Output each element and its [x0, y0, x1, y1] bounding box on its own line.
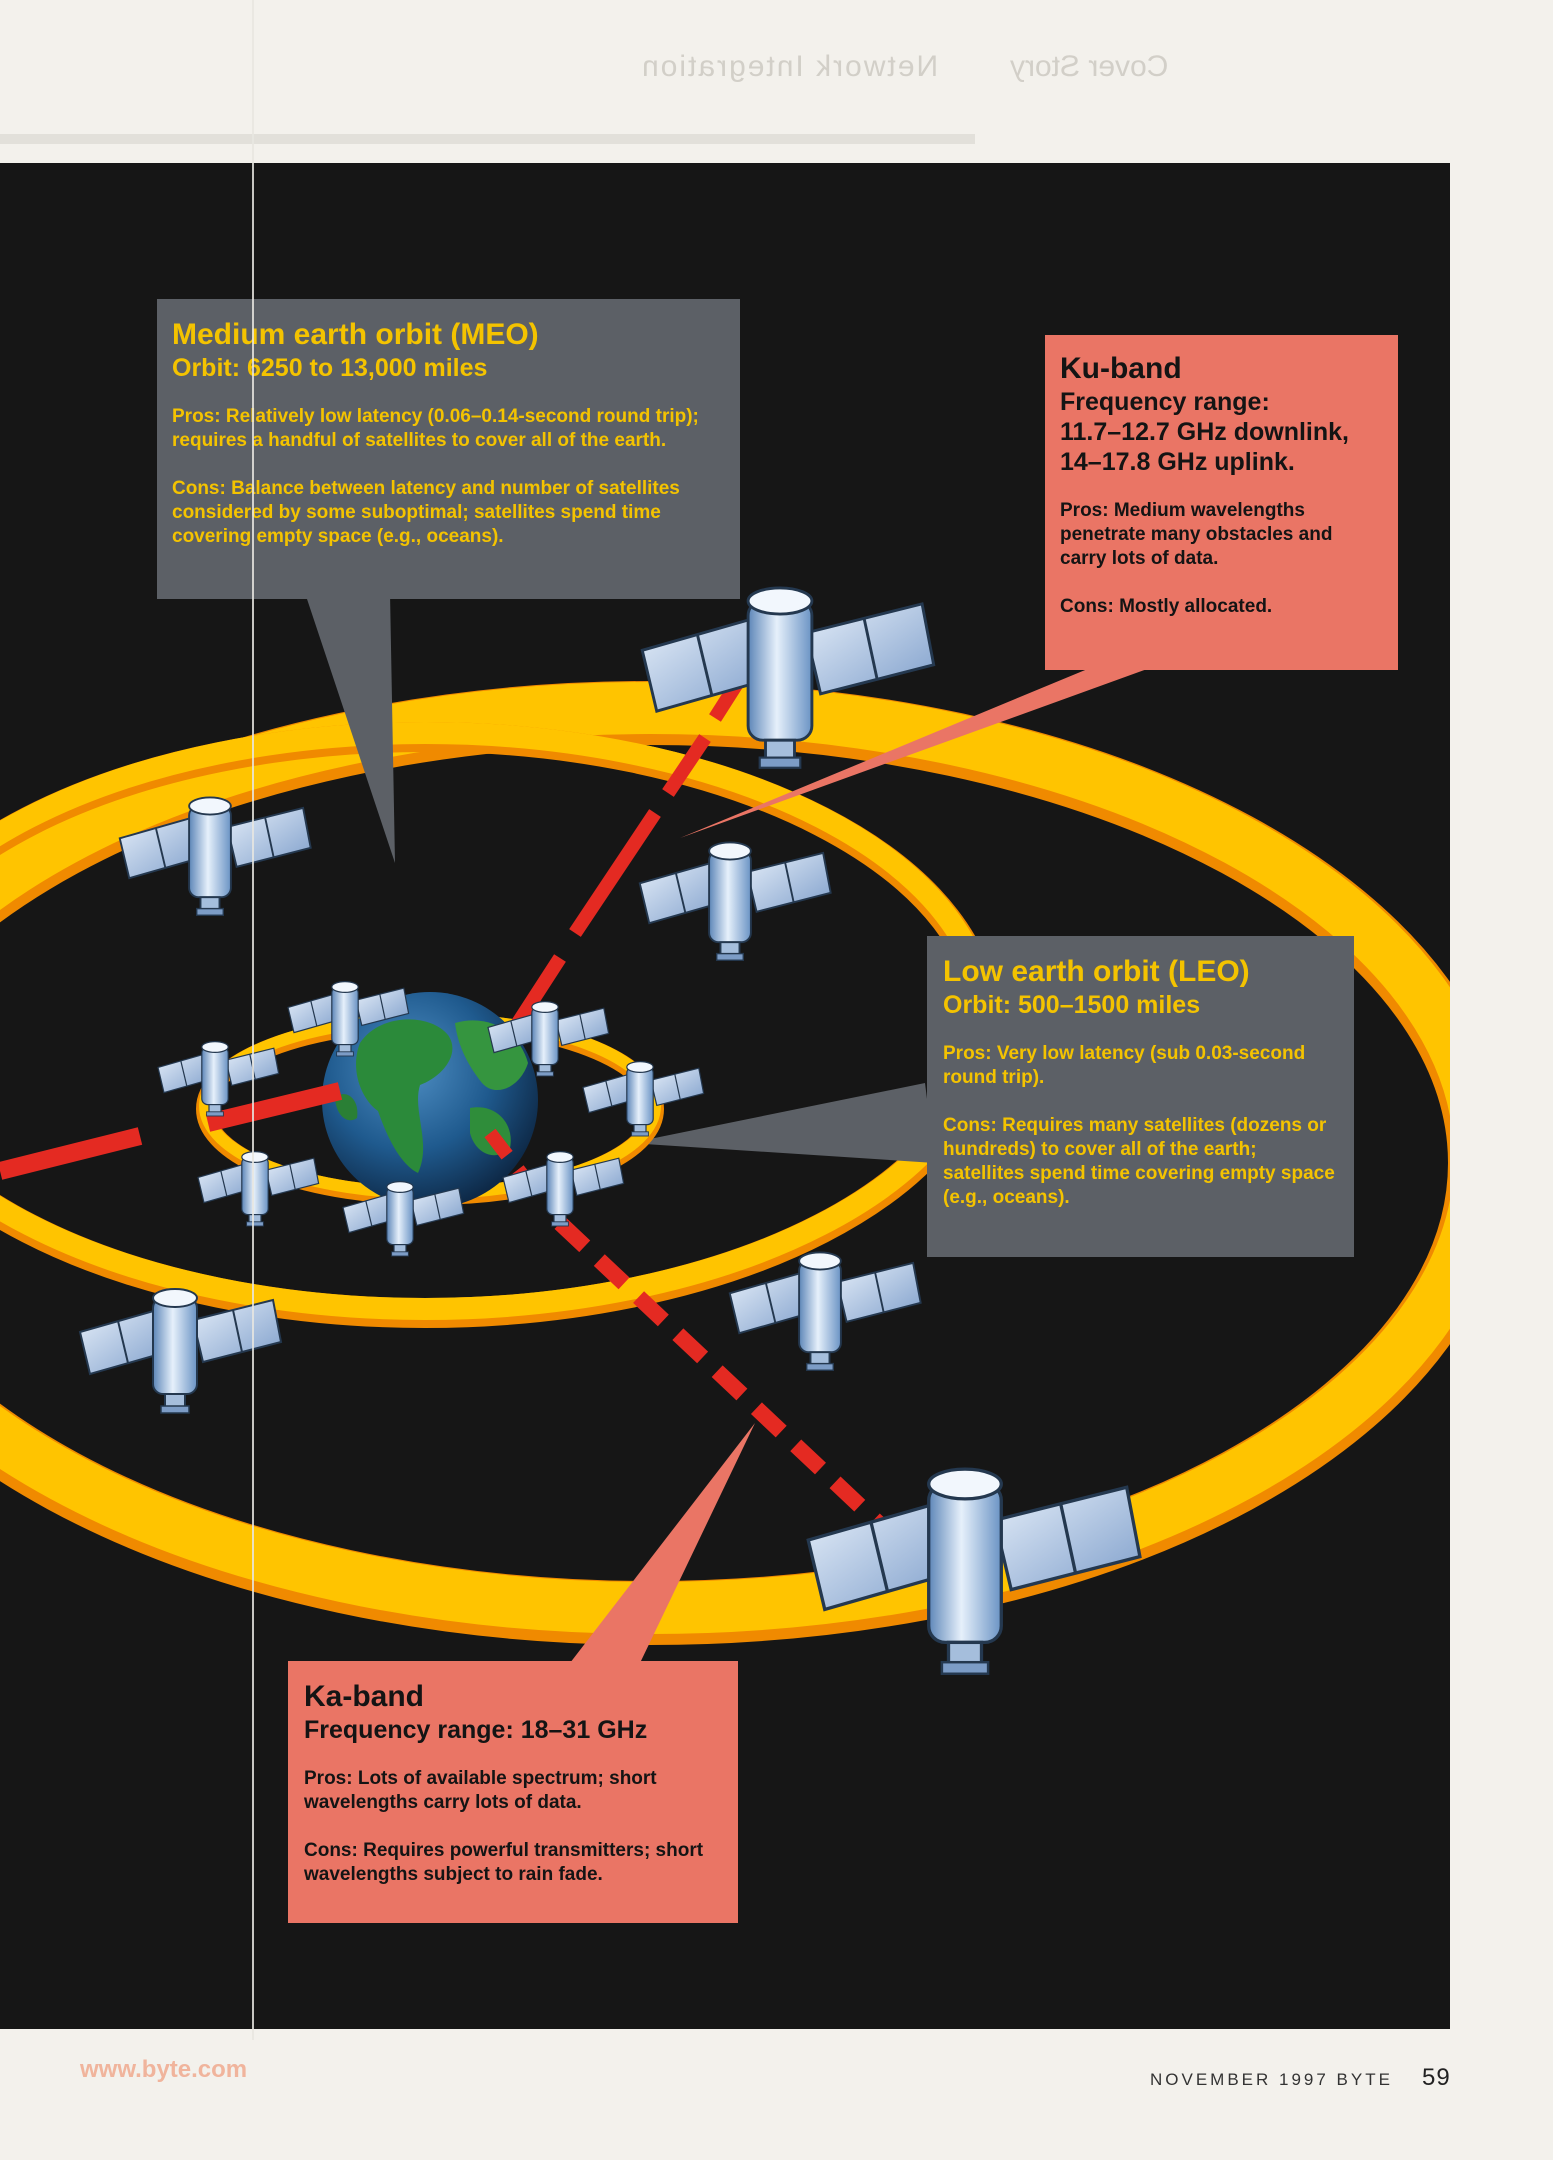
satellite-icon-outer-left: [79, 1288, 282, 1414]
ka-pointer: [570, 1423, 755, 1663]
ka-title: Ka-band: [304, 1680, 424, 1713]
leo-title: Low earth orbit (LEO): [943, 955, 1250, 988]
ka-frequency-range: Frequency range: 18–31 GHz: [304, 1716, 648, 1744]
meo-callout: Medium earth orbit (MEO) Orbit: 6250 to …: [157, 299, 740, 599]
ka-callout: Ka-band Frequency range: 18–31 GHz Pros:…: [288, 1661, 738, 1923]
mirrored-header-text: Network Integration: [640, 50, 939, 83]
meo-pointer: [305, 593, 395, 863]
ku-pointer: [680, 668, 1150, 838]
satellite-icon-leo-7: [502, 1150, 625, 1227]
earth-globe: [322, 992, 538, 1208]
mirrored-header-text-2: Cover Story: [1010, 50, 1169, 83]
leo-pointer: [630, 1083, 935, 1163]
satellite-icon-meo-center: [638, 841, 832, 962]
meo-title: Medium earth orbit (MEO): [172, 318, 539, 351]
leo-cons: Cons: Requires many satellites (dozens o…: [943, 1115, 1335, 1208]
meo-pros: Pros: Relatively low latency (0.06–0.14-…: [172, 406, 699, 451]
header-rule: [0, 134, 975, 144]
page-gutter-line: [252, 0, 254, 2040]
ku-range-label: Frequency range:: [1060, 388, 1270, 416]
ku-cons: Cons: Mostly allocated.: [1060, 596, 1273, 617]
leo-orbit-range: Orbit: 500–1500 miles: [943, 991, 1201, 1019]
meo-cons: Cons: Balance between latency and number…: [172, 478, 680, 547]
satellite-icon-leo-3: [582, 1060, 705, 1137]
ku-callout: Ku-band Frequency range: 11.7–12.7 GHz d…: [1045, 335, 1398, 670]
footer-issue: NOVEMBER 1997 BYTE: [1150, 2070, 1393, 2089]
footer-website: www.byte.com: [80, 2056, 248, 2083]
orbit-diagram: [0, 586, 1450, 1676]
ka-cons: Cons: Requires powerful transmitters; sh…: [304, 1840, 704, 1885]
ku-range-downlink: 11.7–12.7 GHz downlink,: [1060, 418, 1350, 446]
ku-range-uplink: 14–17.8 GHz uplink.: [1060, 448, 1295, 476]
ku-pros: Pros: Medium wavelengths penetrate many …: [1060, 500, 1333, 569]
ku-title: Ku-band: [1060, 352, 1182, 385]
diagram-panel: Medium earth orbit (MEO) Orbit: 6250 to …: [0, 163, 1450, 2029]
leo-pros: Pros: Very low latency (sub 0.03-second …: [943, 1043, 1306, 1088]
ka-pros: Pros: Lots of available spectrum; short …: [304, 1768, 657, 1813]
leo-callout: Low earth orbit (LEO) Orbit: 500–1500 mi…: [927, 936, 1354, 1257]
meo-orbit-range: Orbit: 6250 to 13,000 miles: [172, 354, 488, 382]
footer-page-number: 59: [1422, 2064, 1451, 2091]
